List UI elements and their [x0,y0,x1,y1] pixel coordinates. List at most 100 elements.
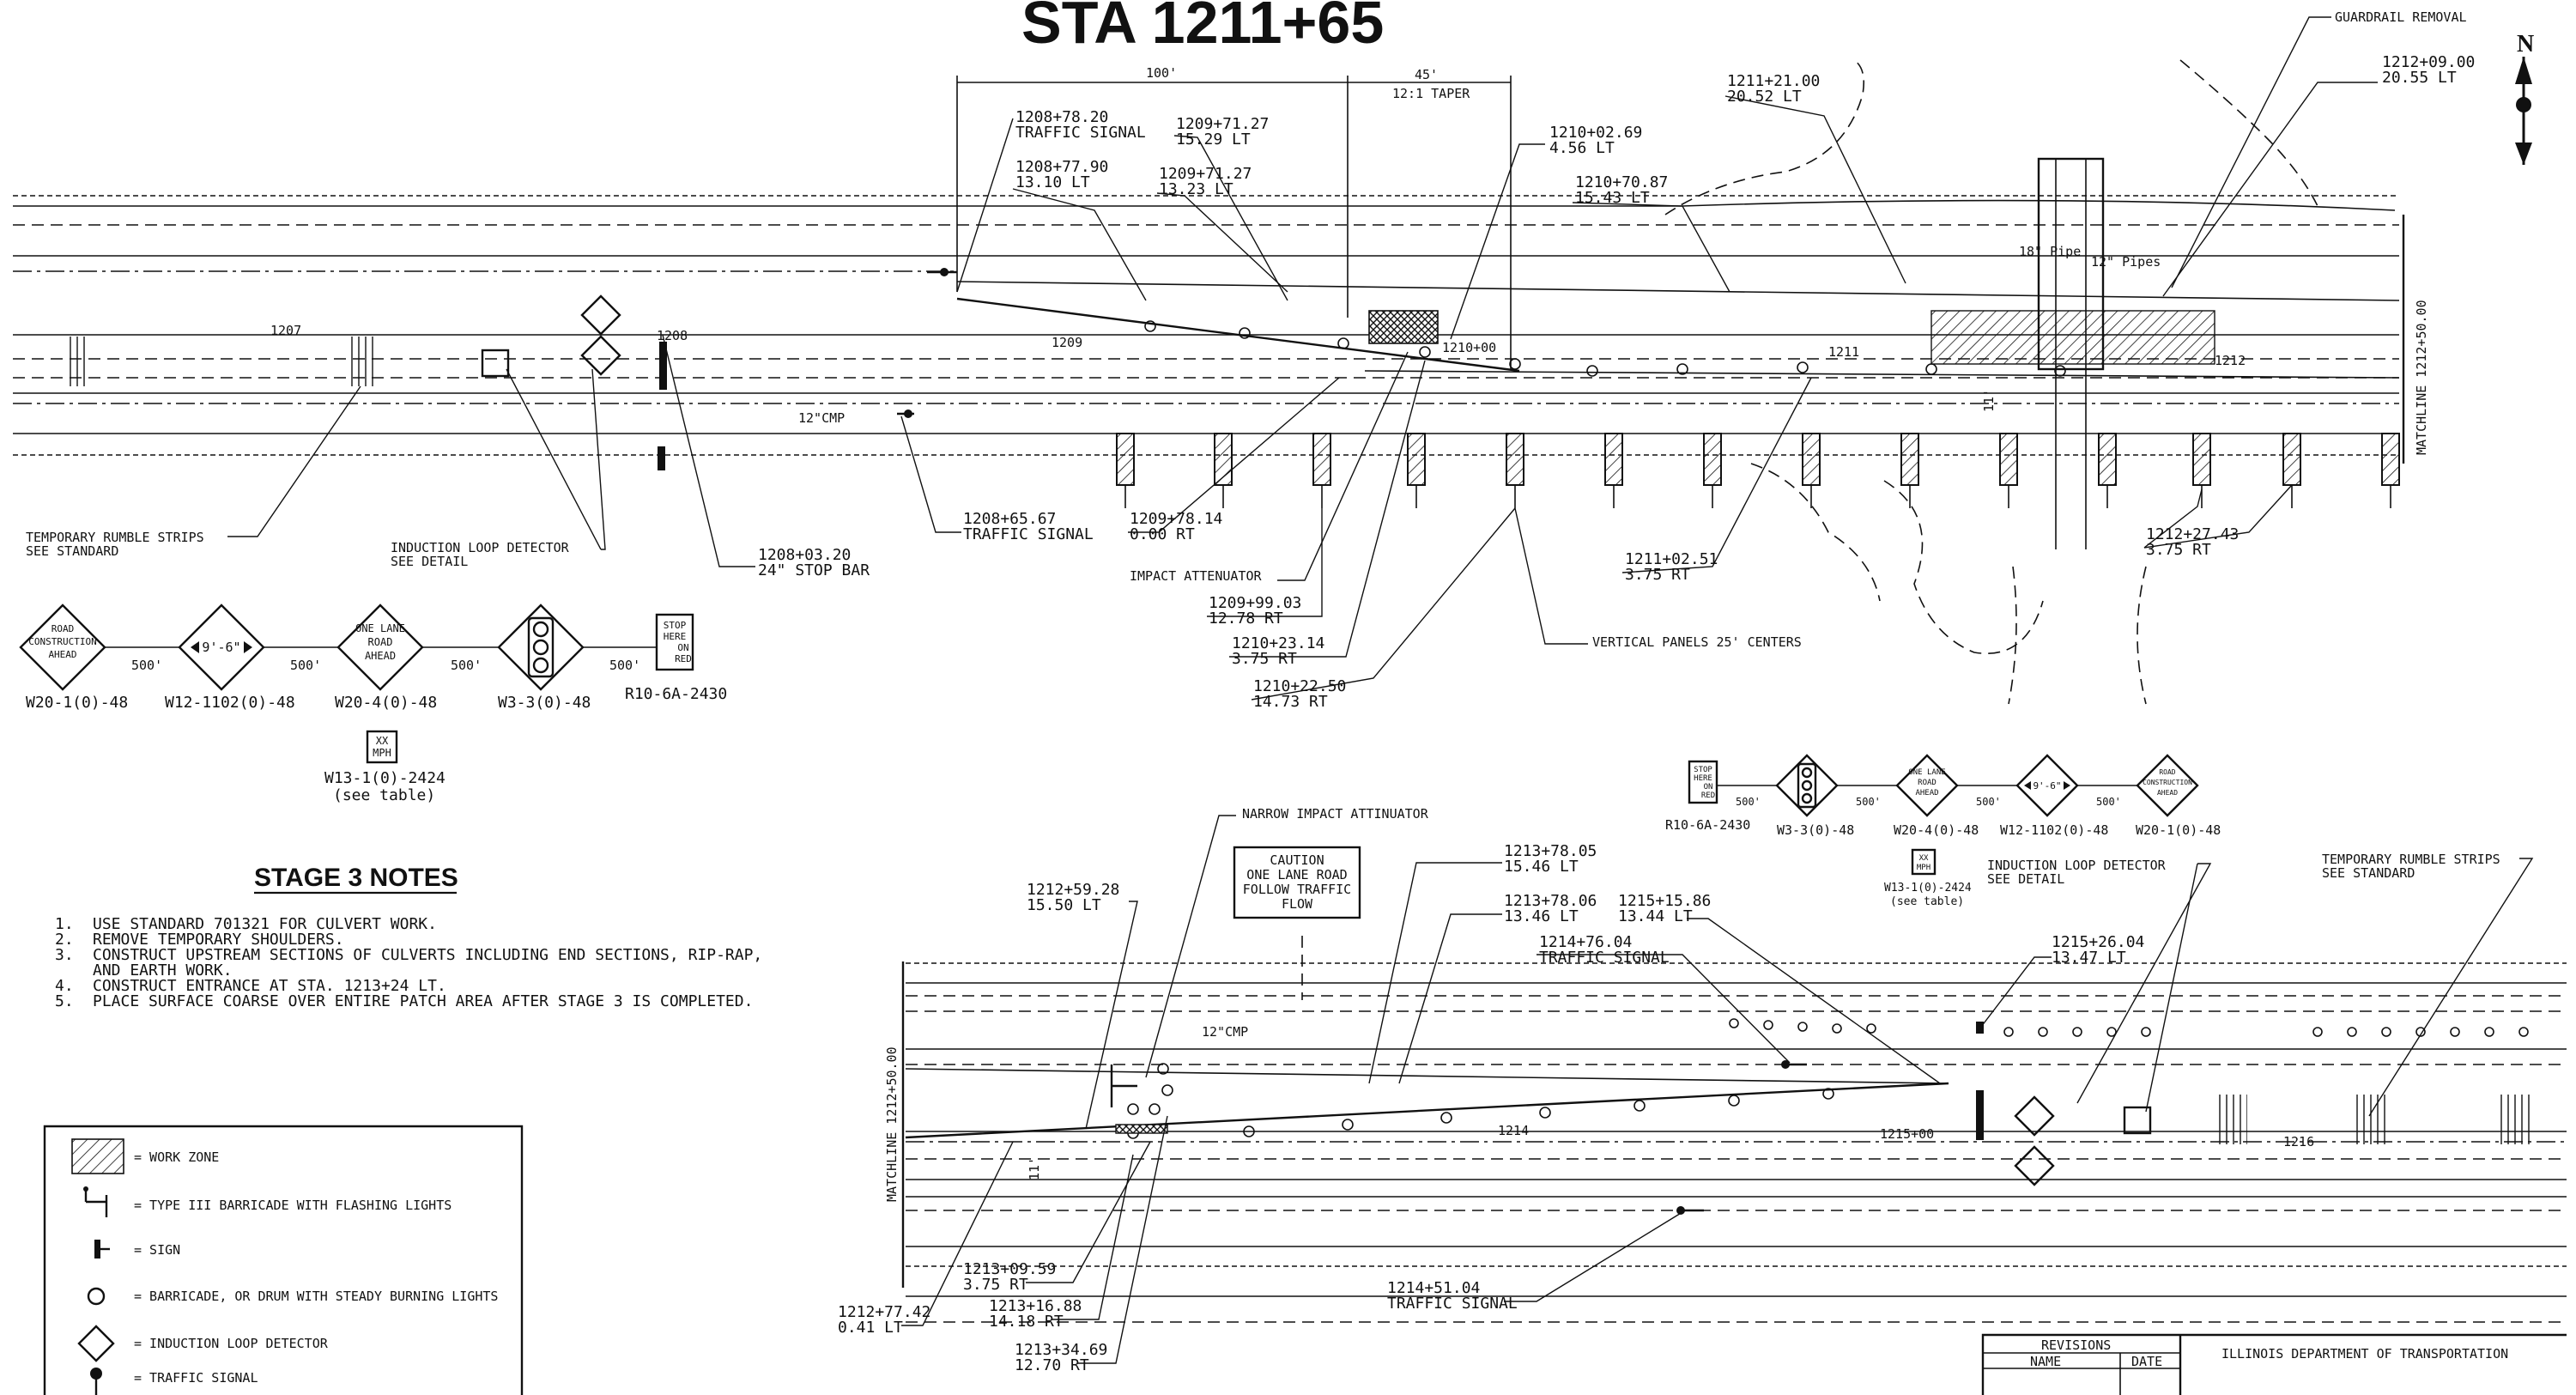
svg-text:W20-4(0)-48: W20-4(0)-48 [1894,822,1979,838]
svg-text:W13-1(0)-2424: W13-1(0)-2424 [324,769,445,787]
rumble-strip [64,337,90,386]
legend-loop-icon [77,1325,115,1362]
name-header: NAME [2030,1354,2061,1369]
station-1212: 1212 [2215,353,2246,368]
dim-45: 45' [1415,67,1438,82]
callout-vertical-panels: VERTICAL PANELS 25' CENTERS [1592,634,1802,650]
top-roadway: MATCHLINE 1212+50.00 1207 1208 1209 1210… [13,59,2429,705]
spacing-500: 500' [609,658,640,673]
station-1209: 1209 [1052,335,1082,350]
station-1216: 1216 [2283,1134,2314,1149]
legend: = WORK ZONE = TYPE III BARRICADE WITH FL… [43,1125,524,1395]
callout-narrow-impact-attenuator: NARROW IMPACT ATTINUATOR [1242,806,1429,822]
svg-text:9'-6": 9'-6" [2033,780,2061,792]
spacing-500: 500' [2096,796,2121,808]
notes-heading: STAGE 3 NOTES [254,864,458,892]
legend-sign: = SIGN [134,1242,180,1258]
legend-signal-icon [90,1368,102,1395]
legend-work-zone-swatch [71,1138,124,1174]
spacing-500: 500' [290,658,321,673]
svg-text:W13-1(0)-2424: W13-1(0)-2424 [1884,882,1972,895]
bottom-lane-width: 11' [1027,1157,1042,1180]
note-1: 1.USE STANDARD 701321 FOR CULVERT WORK. [55,915,437,933]
callout-impact-attenuator: IMPACT ATTENUATOR [1130,568,1262,584]
pipe-18-label: 18" Pipe [2019,244,2081,259]
dim-taper: 12:1 TAPER [1392,86,1470,101]
station-1214: 1214 [1498,1123,1529,1138]
legend-signal: = TRAFFIC SIGNAL [134,1370,258,1386]
dim-100: 100' [1146,65,1177,81]
svg-text:W20-1(0)-48: W20-1(0)-48 [2136,822,2221,838]
pipe-12-label: 12" Pipes [2091,254,2161,270]
title-block: REVISIONS NAME DATE ILLINOIS DEPARTMENT … [1981,1333,2567,1395]
rumble-strip [348,337,373,386]
svg-text:W12-1102(0)-48: W12-1102(0)-48 [165,694,295,712]
svg-text:W3-3(0)-48: W3-3(0)-48 [498,694,591,712]
top-lane-width: 11' [1981,389,1997,412]
legend-drum: = BARRICADE, OR DRUM WITH STEADY BURNING… [134,1289,498,1304]
top-cmp-label: 12"CMP [798,410,845,426]
station-1208: 1208 [657,328,688,343]
svg-text:(see table): (see table) [333,786,435,804]
rumble-strip [2215,1095,2247,1144]
induction-loop-diamond [580,294,621,376]
legend-barricade-icon [83,1186,108,1217]
spacing-500: 500' [1856,796,1881,808]
rumble-strip [2500,1095,2532,1144]
sign-signal-ahead: W3-3(0)-48 [497,603,591,712]
bottom-matchline-label: MATCHLINE 1212+50.00 [884,1046,900,1202]
top-matchline-label: MATCHLINE 1212+50.00 [2414,300,2429,455]
spacing-500: 500' [451,658,482,673]
note-3: 3.CONSTRUCT UPSTREAM SECTIONS OF CULVERT… [55,946,762,980]
legend-work-zone: = WORK ZONE [134,1149,219,1165]
legend-drum-icon [87,1287,106,1306]
bottom-cmp-label: 12"CMP [1202,1024,1248,1040]
station-1210: 1210+00 [1442,340,1496,355]
legend-barricade: = TYPE III BARRICADE WITH FLASHING LIGHT… [134,1198,452,1213]
spacing-500: 500' [1736,796,1761,808]
type-iii-barricade [1110,1064,1168,1134]
traffic-signal-icon [1676,1060,1807,1215]
spacing-500: 500' [131,658,162,673]
station-1211: 1211 [1828,344,1859,360]
